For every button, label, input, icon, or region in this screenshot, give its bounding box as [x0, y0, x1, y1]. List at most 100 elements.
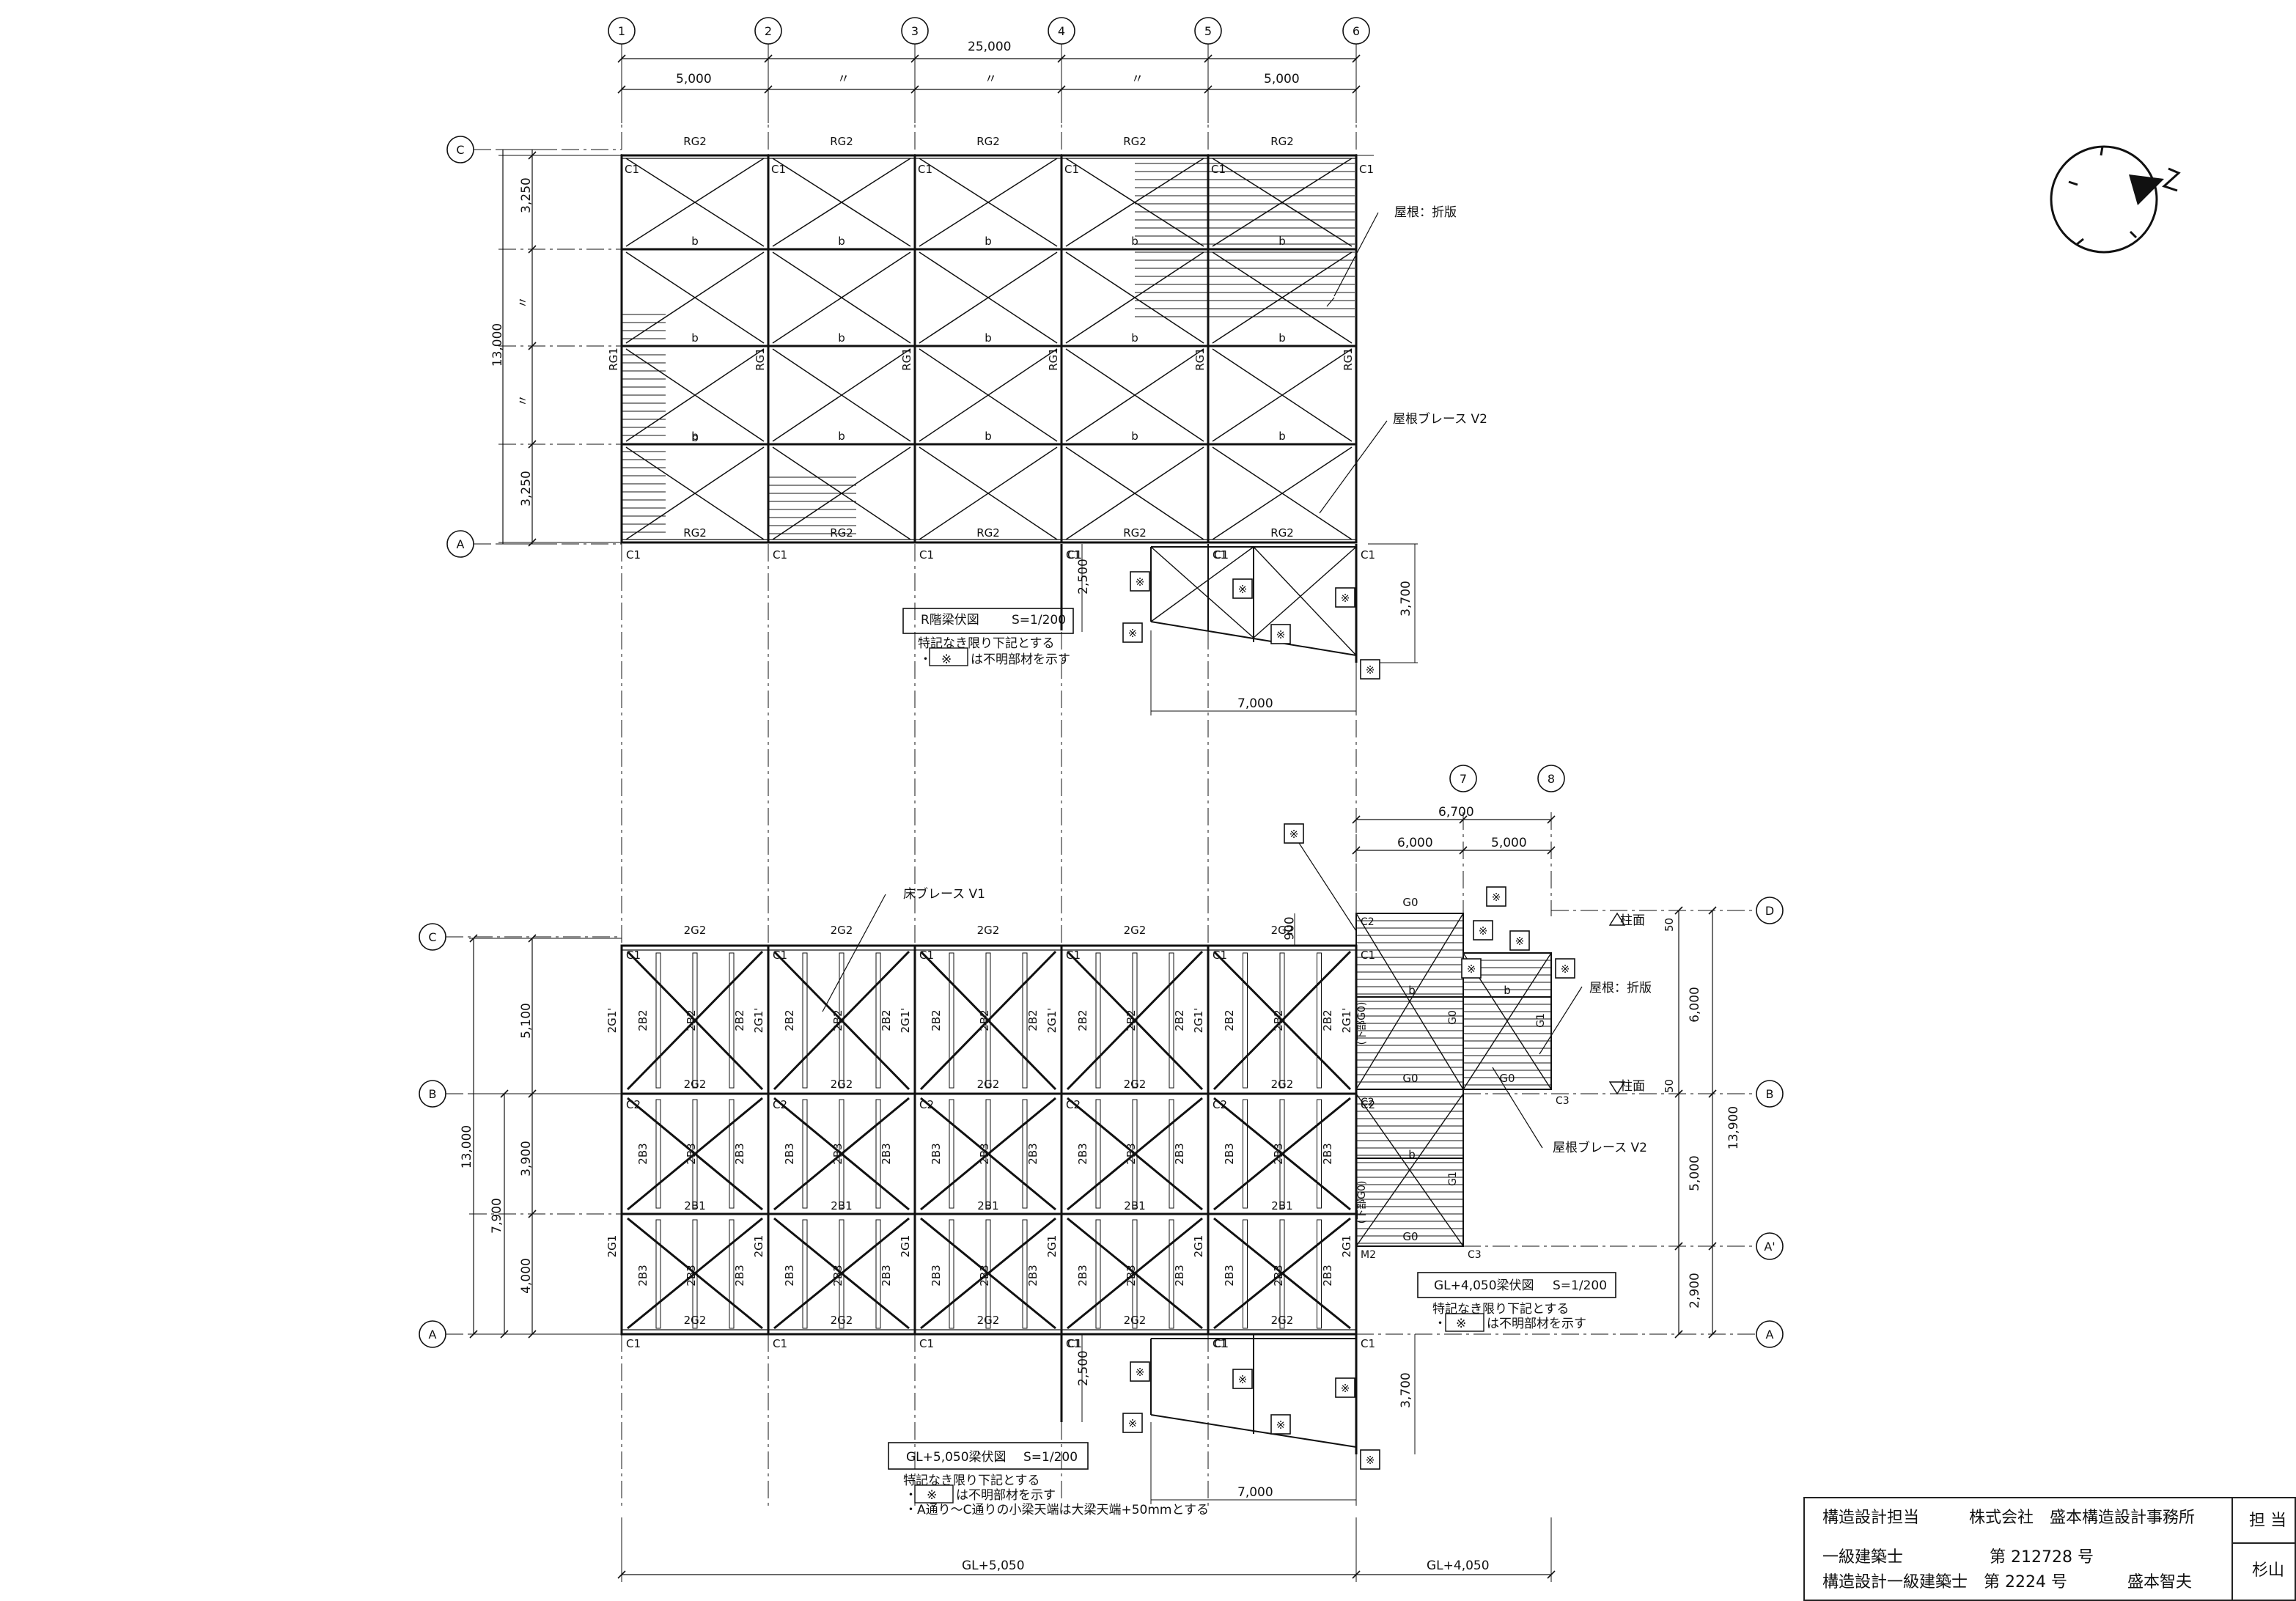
- lower-right-tick-2: [1674, 1242, 1683, 1251]
- lower-2b1-3: 2B1: [1124, 1199, 1145, 1212]
- lower-2b3-l-3: 2B3: [1076, 1143, 1089, 1164]
- lower-joist-2-0-0: [949, 952, 954, 1089]
- lower-joist-0-0-2: [729, 952, 735, 1089]
- lower-joist-2-2-2: [1022, 1219, 1028, 1329]
- lower-right-overall-tick-2: [1708, 1242, 1717, 1251]
- level-dim-tick-0: [617, 1570, 626, 1579]
- lower-grid-bubble-b2-label: B: [1766, 1087, 1774, 1101]
- upper-plan-scale: S=1/200: [1012, 613, 1067, 627]
- lower-right-dim-1: 6,000: [1397, 836, 1433, 850]
- upper-brace-b-0-3: [625, 446, 765, 540]
- lower-2b3b-m-1: 2B3: [831, 1265, 845, 1286]
- lower-annex-b-3: b: [1408, 1148, 1416, 1161]
- lower-2g1p-1: 2G1': [752, 1008, 765, 1034]
- lower-2b2-m-4: 2B2: [1272, 1009, 1285, 1031]
- upper-unknown-4: [1270, 624, 1291, 644]
- level-dim-tick-2: [1547, 1570, 1556, 1579]
- upper-rg2-bot-3: RG2: [1123, 526, 1147, 540]
- lower-unknown-1-sym: ※: [1289, 828, 1299, 841]
- lower-2b2-l-2: 2B2: [930, 1009, 943, 1031]
- lower-right-top-tick-1: [1459, 815, 1468, 824]
- upper-rg2-bot-0: RG2: [683, 526, 707, 540]
- lower-grid-bubble-a2: [1756, 1232, 1784, 1260]
- lower-2b3-r-4: 2B3: [1321, 1143, 1334, 1164]
- north-arrow-pointer: [2129, 174, 2164, 205]
- upper-unknown-6-sym: ※: [1366, 663, 1375, 677]
- upper-note-2-symbol: ※: [941, 652, 952, 667]
- lower-2b2-l-0: 2B2: [636, 1009, 650, 1031]
- lower-2b3-r-2: 2B3: [1026, 1143, 1040, 1164]
- lower-2g1-0: 2G1: [606, 1235, 619, 1258]
- person-in-charge-header: 担 当: [2249, 1512, 2286, 1530]
- lower-2g2-top-4: 2G2: [1271, 924, 1294, 937]
- upper-plan-title: R階梁伏図: [921, 613, 979, 627]
- level-dim-tick-1: [1352, 1570, 1361, 1579]
- upper-rg2-bot-1: RG2: [830, 526, 853, 540]
- upper-b-2-1: b: [985, 235, 992, 248]
- upper-unknown-3: [1232, 578, 1253, 599]
- north-arrow-n-mark: [2162, 167, 2181, 192]
- upper-note-2-prefix: ・: [919, 652, 932, 667]
- lower-joist-2-1-2: [1022, 1099, 1028, 1209]
- lower-grid-bubble-a3: [1756, 1320, 1784, 1348]
- lower-joist-2-1-1: [985, 1099, 991, 1209]
- lower-joist-2-2-1: [985, 1219, 991, 1329]
- upper-c1-top-0: C1: [625, 163, 639, 176]
- lower-2b3-r-1: 2B3: [880, 1143, 893, 1164]
- lower-2b3b-r-1: 2B3: [880, 1265, 893, 1286]
- lower-annex-g0-bot: G0: [1402, 1230, 1418, 1243]
- lower-ext-dim-v2: 3,700: [1398, 1372, 1413, 1408]
- upper-b-2-3: b: [985, 430, 992, 443]
- lower-2b3-l-2: 2B3: [930, 1143, 943, 1164]
- lower-left-tick-3: [528, 1330, 537, 1339]
- north-tick-2: [2068, 180, 2078, 186]
- upper-note-2-text: は不明部材を示す: [971, 652, 1070, 667]
- upper-brace-b-3-1: [1065, 251, 1204, 344]
- lower-left-tick-top: [469, 934, 478, 943]
- lower-joist-0-0-0: [655, 952, 661, 1089]
- lower-grid-bubble-d: [1756, 897, 1784, 924]
- upper-note-symbol-box: [929, 647, 968, 666]
- lower-brace-leader: [822, 894, 886, 1012]
- lower-face-marker-top: [1608, 912, 1626, 926]
- upper-c1-bot-1: C1: [773, 548, 787, 562]
- lower-joist-4-1-2: [1317, 1099, 1322, 1209]
- lower-2b3-r-0: 2B3: [733, 1143, 746, 1164]
- upper-c1-top-4: C1: [1211, 163, 1226, 176]
- upper-rg1-2: RG1: [900, 347, 913, 371]
- upper-b-1-3: b: [838, 430, 845, 443]
- lower-joist-1-2-0: [802, 1219, 808, 1329]
- lower-2b3b-l-1: 2B3: [783, 1265, 796, 1286]
- lower-right-scale: S=1/200: [1553, 1278, 1608, 1293]
- lower-joist-0-0-1: [692, 952, 698, 1089]
- lower-left-note-2-symbol: ※: [927, 1488, 938, 1503]
- grid-bubble-1-label: 1: [618, 24, 625, 38]
- lower-left-sub-tick-bot: [500, 1330, 509, 1339]
- lower-left-sub-tick-top: [500, 1089, 509, 1098]
- upper-dim-tick-a1: [764, 54, 773, 63]
- lower-2g1-1: 2G1: [752, 1235, 765, 1258]
- lower-left-tick-bot: [469, 1330, 478, 1339]
- lower-2g1p-3: 2G1': [1045, 1008, 1059, 1034]
- lower-face-marker-mid: [1608, 1081, 1626, 1095]
- upper-brace-b-4-0: [1212, 158, 1353, 247]
- lower-grid-bubble-d-label: D: [1765, 904, 1774, 918]
- lower-annex-b-2: b: [1504, 984, 1511, 997]
- lower-grid-bubble-b2: [1756, 1080, 1784, 1108]
- north-tick-3: [2075, 238, 2084, 246]
- upper-dim-tick-a0: [617, 54, 626, 63]
- title-block-row-divider: [2231, 1542, 2295, 1544]
- upper-ext-dim-h: 7,000: [1237, 696, 1273, 711]
- lower-right-overall-tick-1: [1708, 1089, 1717, 1098]
- lower-joist-3-1-2: [1169, 1099, 1174, 1209]
- lower-joist-4-1-1: [1279, 1099, 1285, 1209]
- upper-c1-bot-3: C1: [1066, 548, 1081, 562]
- lower-right-note-1: 特記なき限り下記とする: [1432, 1302, 1570, 1317]
- lower-2g1p-0: 2G1': [606, 1008, 619, 1034]
- level-left: GL+5,050: [962, 1558, 1025, 1573]
- lower-2b3b-r-0: 2B3: [733, 1265, 746, 1286]
- lower-grid-bubble-a-label: A: [429, 1328, 437, 1341]
- lower-face-note-top: 柱面: [1620, 913, 1645, 928]
- upper-brace-b-4-1: [1212, 251, 1353, 344]
- lower-roof-brace-note: 屋根ブレース V2: [1553, 1141, 1647, 1155]
